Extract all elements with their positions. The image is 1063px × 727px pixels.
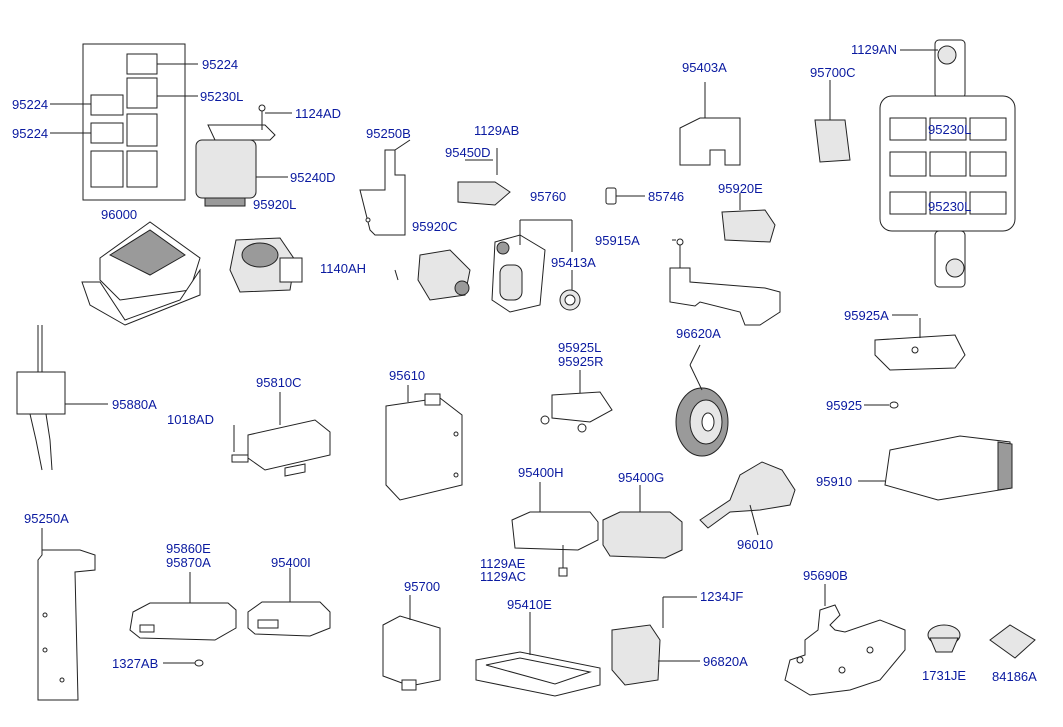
label-95700[interactable]: 95700 (404, 579, 440, 594)
label-96620a[interactable]: 96620A (676, 326, 721, 341)
label-1124ad[interactable]: 1124AD (295, 106, 341, 121)
sensor-95920l-part (229, 237, 303, 293)
module-95400h-part (511, 482, 599, 577)
bracket-95250a-part (37, 528, 96, 701)
bolt-85746-part (605, 187, 645, 205)
leader-lines-fuse-box (50, 63, 198, 134)
module-95410e-part (475, 612, 601, 697)
label-1731je[interactable]: 1731JE (922, 668, 966, 683)
bracket-95250b-part (359, 139, 411, 236)
sensor-95920e-part (721, 193, 776, 243)
module-95400g-part (602, 485, 683, 559)
module-95400i-part (247, 568, 331, 637)
label-95403a[interactable]: 95403A (682, 60, 727, 75)
label-95925r[interactable]: 95925R (558, 354, 604, 369)
leader-lines-95760 (519, 219, 573, 290)
part-number-labels: 95224 95230L 95224 95224 1124AD 95240D 9… (12, 42, 1037, 684)
label-95925l[interactable]: 95925L (558, 340, 601, 355)
cover-96010-part (699, 461, 796, 536)
label-95920l[interactable]: 95920L (253, 197, 296, 212)
label-95224-a[interactable]: 95224 (202, 57, 238, 72)
sensor-95880a-part (16, 325, 108, 471)
label-1140ah[interactable]: 1140AH (320, 261, 366, 276)
bracket-95690b-part (784, 584, 906, 696)
label-95925[interactable]: 95925 (826, 398, 862, 413)
label-84186a[interactable]: 84186A (992, 669, 1037, 684)
label-95860e[interactable]: 95860E (166, 541, 211, 556)
relay-95700c-part (814, 80, 851, 163)
junction-box-right-part (879, 39, 1016, 288)
label-95915a[interactable]: 95915A (595, 233, 640, 248)
module-95860e-part (129, 572, 237, 667)
bracket-95403a-part (679, 82, 741, 166)
label-95250b[interactable]: 95250B (366, 126, 411, 141)
label-95810c[interactable]: 95810C (256, 375, 302, 390)
label-95690b[interactable]: 95690B (803, 568, 848, 583)
label-85746[interactable]: 85746 (648, 189, 684, 204)
module-95910-part (858, 435, 1013, 501)
label-95925a[interactable]: 95925A (844, 308, 889, 323)
label-95400h[interactable]: 95400H (518, 465, 564, 480)
label-1129ab[interactable]: 1129AB (474, 123, 519, 138)
label-95400i[interactable]: 95400I (271, 555, 311, 570)
label-95910[interactable]: 95910 (816, 474, 852, 489)
module-96820a-part (611, 596, 700, 686)
horn-96620a-part (675, 344, 729, 457)
label-95610[interactable]: 95610 (389, 368, 425, 383)
label-95400g[interactable]: 95400G (618, 470, 664, 485)
bracket-95925a-part (874, 314, 966, 371)
label-95224-c[interactable]: 95224 (12, 126, 48, 141)
label-1018ad[interactable]: 1018AD (167, 412, 214, 427)
sensor-95920c-part (394, 249, 471, 301)
label-1234jf[interactable]: 1234JF (700, 589, 743, 604)
label-95230l-b[interactable]: 95230L (928, 122, 971, 137)
label-95920c[interactable]: 95920C (412, 219, 458, 234)
smart-key-95760-part (491, 234, 581, 313)
bracket-95915a-part (669, 238, 781, 326)
relay-95240d-part (195, 104, 276, 207)
label-95413a[interactable]: 95413A (551, 255, 596, 270)
pad-84186a-part (989, 624, 1036, 659)
label-96820a[interactable]: 96820A (703, 654, 748, 669)
label-95450d[interactable]: 95450D (445, 145, 491, 160)
label-95870a[interactable]: 95870A (166, 555, 211, 570)
label-96000[interactable]: 96000 (101, 207, 137, 222)
fuse-relay-box-part (82, 43, 186, 201)
module-95700-part (382, 595, 441, 691)
label-1327ab[interactable]: 1327AB (112, 656, 158, 671)
label-95240d[interactable]: 95240D (290, 170, 336, 185)
label-95250a[interactable]: 95250A (24, 511, 69, 526)
label-95920e[interactable]: 95920E (718, 181, 763, 196)
module-95810c-part (231, 392, 331, 477)
module-95610-part (385, 385, 463, 501)
label-95224-b[interactable]: 95224 (12, 97, 48, 112)
washer-95925-part (864, 401, 899, 409)
control-unit-96000-part (81, 221, 201, 326)
label-96010[interactable]: 96010 (737, 537, 773, 552)
label-95230l-c[interactable]: 95230L (928, 199, 971, 214)
label-1129ac[interactable]: 1129AC (480, 569, 526, 584)
bracket-95925lr-part (540, 370, 613, 433)
label-95410e[interactable]: 95410E (507, 597, 552, 612)
grommet-1731je-part (927, 624, 961, 653)
label-95700c[interactable]: 95700C (810, 65, 856, 80)
label-95230l-a[interactable]: 95230L (200, 89, 243, 104)
label-1129ae[interactable]: 1129AE (480, 556, 526, 571)
label-95760[interactable]: 95760 (530, 189, 566, 204)
label-1129an[interactable]: 1129AN (851, 42, 897, 57)
sensor-95450d-part (457, 148, 511, 206)
label-95880a[interactable]: 95880A (112, 397, 157, 412)
